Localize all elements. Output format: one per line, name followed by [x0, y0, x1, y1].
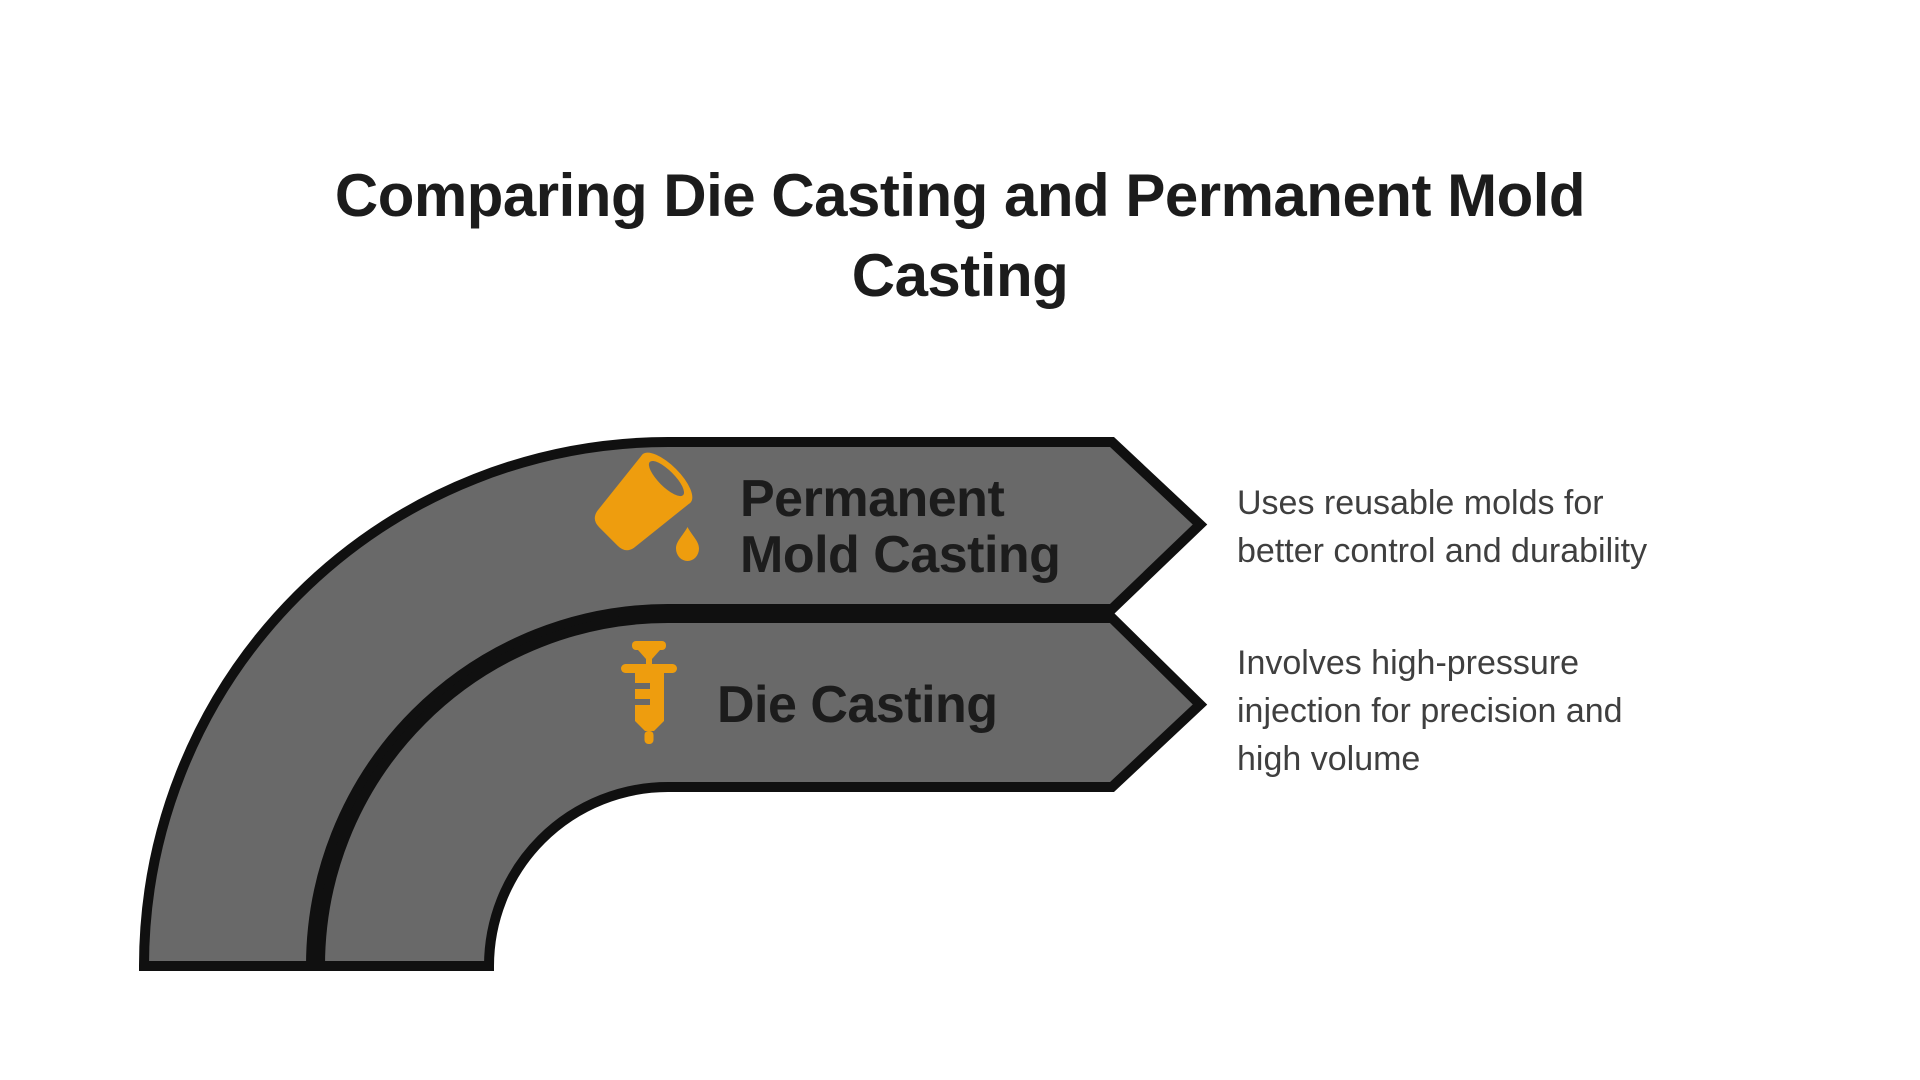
- paint-pour-icon: [594, 452, 699, 562]
- band-permanent-mold: [138, 437, 1208, 971]
- label-die-casting: Die Casting: [717, 676, 998, 734]
- label-permanent-mold-casting: Permanent Mold Casting: [740, 470, 1061, 584]
- paint-drop: [676, 527, 699, 562]
- syringe-icon: [621, 641, 677, 744]
- page-title: Comparing Die Casting and Permanent Mold…: [334, 162, 1586, 310]
- description-die-casting: Involves high-pressure injection for pre…: [1237, 644, 1623, 778]
- description-permanent-mold-casting: Uses reusable molds for better control a…: [1237, 484, 1648, 570]
- band-die-casting: [314, 613, 1208, 971]
